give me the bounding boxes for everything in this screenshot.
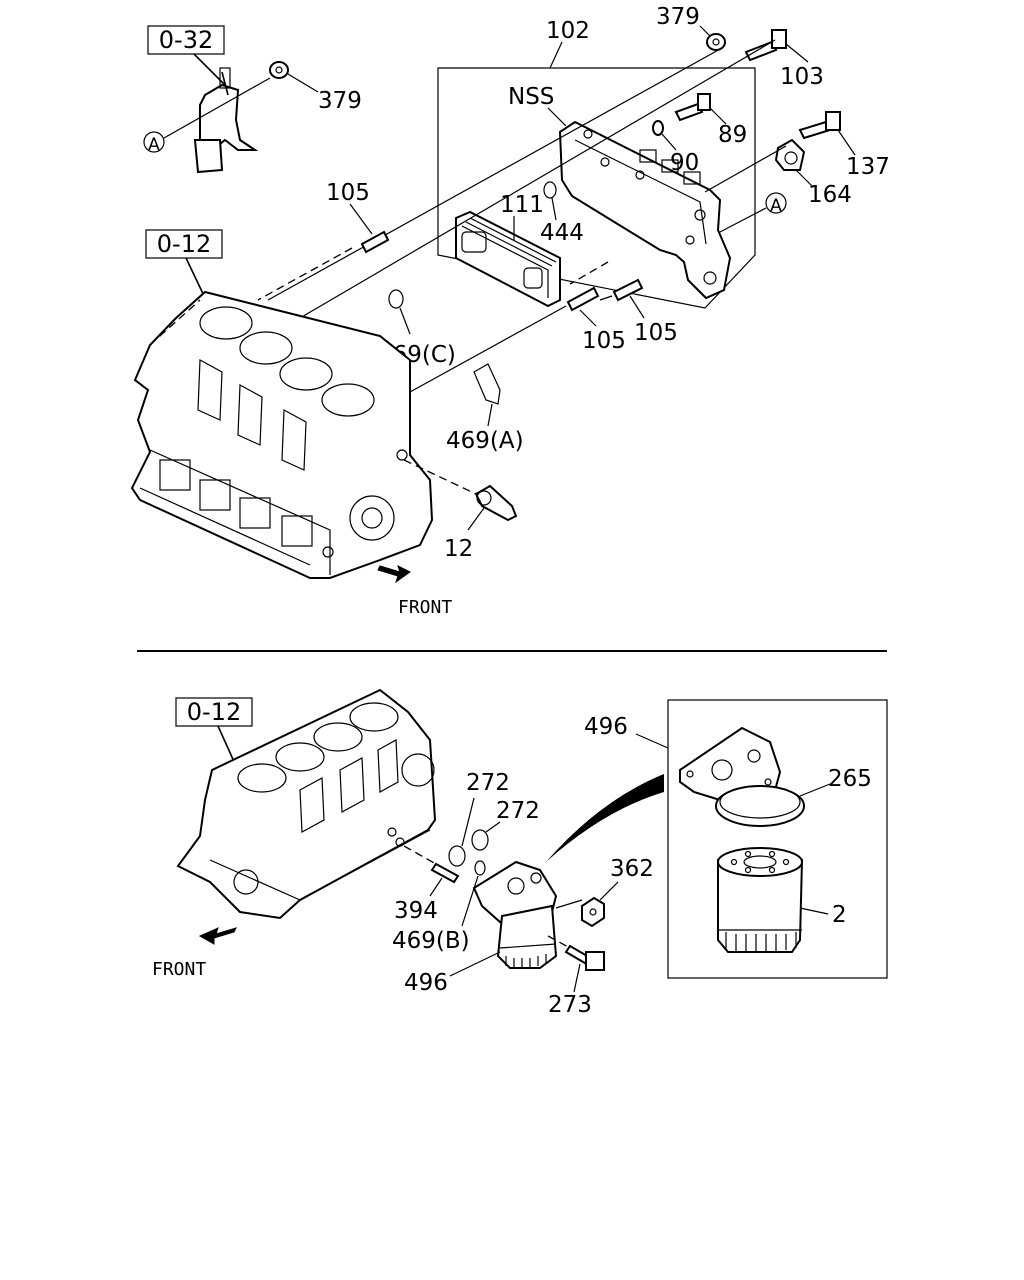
label-105-right-a[interactable]: 105 xyxy=(582,328,626,354)
oil-cooler-group-frame xyxy=(437,67,756,309)
front-arrow-top xyxy=(377,565,411,584)
label-2[interactable]: 2 xyxy=(832,902,847,928)
front-arrow-bottom xyxy=(198,927,237,945)
label-273[interactable]: 273 xyxy=(548,992,592,1018)
o-ring-272a xyxy=(448,845,466,867)
label-362[interactable]: 362 xyxy=(610,856,654,882)
label-111[interactable]: 111 xyxy=(500,192,544,218)
o-ring-469c xyxy=(388,289,404,309)
oil-filter-assembly-496 xyxy=(472,860,558,969)
stud-394 xyxy=(430,862,460,884)
bolt-103 xyxy=(744,29,787,62)
svg-text:A: A xyxy=(770,196,782,216)
label-nss[interactable]: NSS xyxy=(508,84,554,110)
label-103[interactable]: 103 xyxy=(780,64,824,90)
nut-379-top xyxy=(706,33,726,51)
label-379-top[interactable]: 379 xyxy=(656,4,700,30)
thermostat-housing xyxy=(193,67,259,174)
oil-cooler-element-111 xyxy=(455,210,561,308)
ref-box-0-12-bottom[interactable]: 0-12 xyxy=(175,697,253,727)
svg-text:0-32: 0-32 xyxy=(159,26,213,54)
label-272a[interactable]: 272 xyxy=(466,770,510,796)
label-272b[interactable]: 272 xyxy=(496,798,540,824)
label-496-top[interactable]: 496 xyxy=(584,714,628,740)
o-ring-469b xyxy=(474,860,486,876)
nut-362 xyxy=(581,896,605,928)
gasket-469a xyxy=(473,363,501,405)
oil-cooler-cover xyxy=(558,120,732,300)
label-164[interactable]: 164 xyxy=(808,182,852,208)
bolt-89 xyxy=(674,93,711,122)
label-12[interactable]: 12 xyxy=(444,536,473,562)
stud-105-right-a xyxy=(566,286,600,312)
label-265[interactable]: 265 xyxy=(828,766,872,792)
ref-box-0-12-top[interactable]: 0-12 xyxy=(145,229,223,259)
label-105-right-b[interactable]: 105 xyxy=(634,320,678,346)
cylinder-block-bottom xyxy=(176,688,437,920)
bolt-137 xyxy=(798,111,841,140)
top-section: 0-32 A 379 102 379 xyxy=(130,4,890,618)
callout-a-left[interactable]: A xyxy=(143,131,165,155)
bolt-273 xyxy=(564,944,605,971)
label-379-left[interactable]: 379 xyxy=(318,88,362,114)
stud-105-upper xyxy=(360,230,390,254)
nut-379-left xyxy=(269,61,289,79)
label-469a[interactable]: 469(A) xyxy=(446,428,524,454)
label-444[interactable]: 444 xyxy=(540,220,584,246)
o-ring-444 xyxy=(543,181,557,199)
svg-text:A: A xyxy=(148,135,160,155)
stud-105-right-b xyxy=(612,278,644,302)
label-102[interactable]: 102 xyxy=(546,18,590,44)
washer-90 xyxy=(652,120,664,136)
callout-a-right[interactable]: A xyxy=(765,192,787,216)
label-89[interactable]: 89 xyxy=(718,122,747,148)
detail-box xyxy=(667,699,888,979)
label-105-upper[interactable]: 105 xyxy=(326,180,370,206)
label-496-bottom[interactable]: 496 xyxy=(404,970,448,996)
front-label-top: FRONT xyxy=(398,597,452,618)
svg-text:0-12: 0-12 xyxy=(187,698,241,726)
label-137[interactable]: 137 xyxy=(846,154,890,180)
ref-box-0-32[interactable]: 0-32 xyxy=(147,25,225,55)
cylinder-block-top xyxy=(130,290,434,579)
o-ring-272b xyxy=(471,829,489,851)
label-394[interactable]: 394 xyxy=(394,898,438,924)
detail-pointer-wedge xyxy=(546,774,664,862)
svg-text:0-12: 0-12 xyxy=(157,230,211,258)
fitting-12 xyxy=(474,484,518,522)
filter-cartridge-2 xyxy=(717,847,804,953)
label-469b[interactable]: 469(B) xyxy=(392,928,470,954)
gasket-164 xyxy=(774,138,806,171)
front-label-bottom: FRONT xyxy=(152,959,206,980)
filter-head-265 xyxy=(679,726,805,827)
bottom-section: 0-12 FRONT 3 xyxy=(152,688,888,1018)
